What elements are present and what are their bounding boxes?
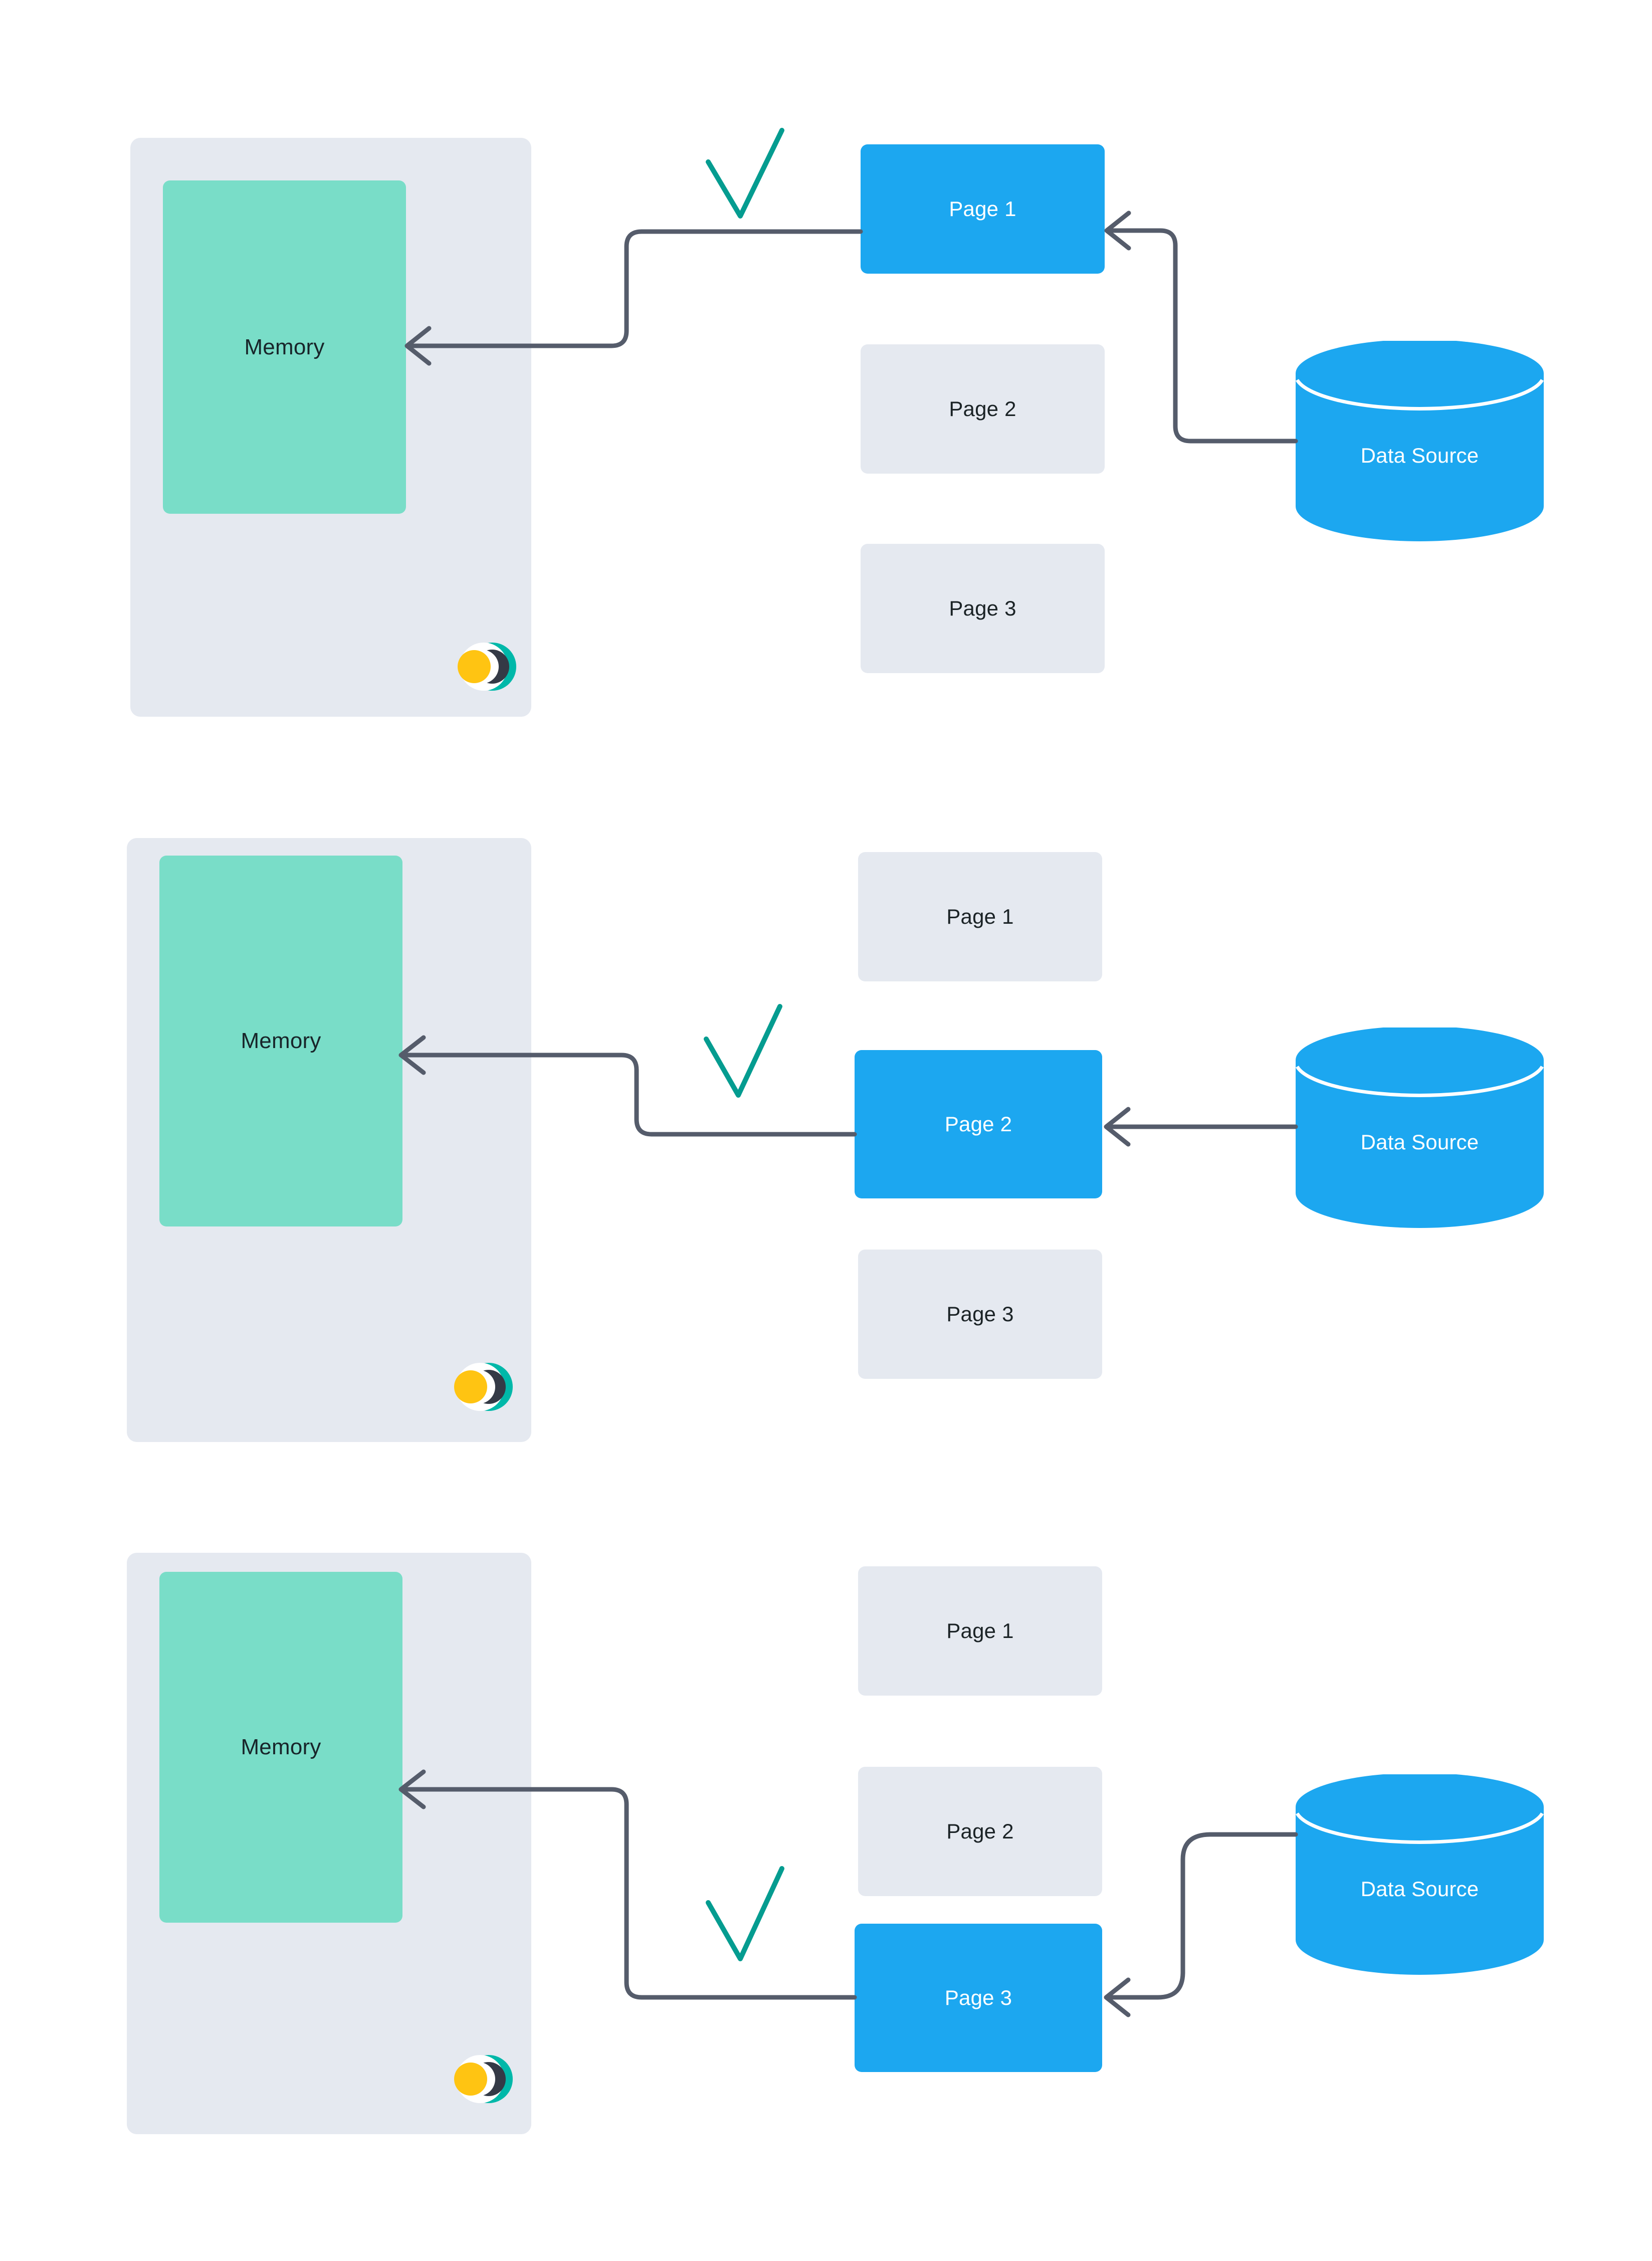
memory-box-1[interactable]: Memory [163, 180, 406, 514]
app-logo-2 [448, 1359, 513, 1414]
page-box-1-2[interactable]: Page 2 [861, 344, 1105, 474]
page-label-1-1: Page 1 [949, 197, 1016, 221]
page-label-1-2: Page 2 [949, 397, 1016, 421]
memory-container-2: Memory [127, 838, 531, 1442]
arrowhead-page1 [1104, 211, 1131, 251]
data-source-label-2: Data Source [1360, 1130, 1479, 1154]
page-box-2-2[interactable]: Page 2 [855, 1050, 1102, 1198]
page-box-1-1[interactable]: Page 1 [861, 144, 1105, 274]
data-source-label-3: Data Source [1360, 1877, 1479, 1901]
memory-label-3: Memory [241, 1735, 321, 1759]
data-source-1[interactable]: Data Source [1296, 341, 1544, 541]
page-label-3-2: Page 2 [946, 1819, 1014, 1843]
arrow-datasource-to-page3 [1108, 1832, 1298, 2000]
page-label-2-3: Page 3 [946, 1302, 1014, 1326]
memory-container-3: Memory [127, 1553, 531, 2134]
memory-label-2: Memory [241, 1029, 321, 1053]
page-box-2-1[interactable]: Page 1 [858, 852, 1102, 981]
page-label-1-3: Page 3 [949, 596, 1016, 620]
memory-box-2[interactable]: Memory [159, 856, 402, 1226]
data-source-2[interactable]: Data Source [1296, 1027, 1544, 1228]
data-source-label-1: Data Source [1360, 444, 1479, 467]
page-label-3-1: Page 1 [946, 1619, 1014, 1642]
check-icon-2 [704, 1004, 782, 1098]
page-box-3-2[interactable]: Page 2 [858, 1767, 1102, 1896]
memory-label-1: Memory [244, 334, 325, 359]
arrowhead-page3 [1104, 1977, 1131, 2017]
check-icon-1 [706, 128, 784, 219]
memory-box-3[interactable]: Memory [159, 1572, 402, 1923]
app-logo-1 [451, 639, 516, 694]
page-label-2-1: Page 1 [946, 905, 1014, 928]
arrow-datasource-to-page1 [1108, 228, 1298, 444]
app-logo-3 [448, 2051, 513, 2107]
data-source-3[interactable]: Data Source [1296, 1774, 1544, 1975]
page-box-1-3[interactable]: Page 3 [861, 544, 1105, 673]
page-label-2-2: Page 2 [944, 1112, 1012, 1136]
page-box-3-3[interactable]: Page 3 [855, 1924, 1102, 2072]
page-box-3-1[interactable]: Page 1 [858, 1566, 1102, 1696]
check-icon-3 [706, 1866, 784, 1961]
page-label-3-3: Page 3 [944, 1986, 1012, 2009]
page-box-2-3[interactable]: Page 3 [858, 1250, 1102, 1379]
memory-container-1: Memory [130, 138, 531, 717]
arrowhead-page2 [1104, 1107, 1131, 1147]
